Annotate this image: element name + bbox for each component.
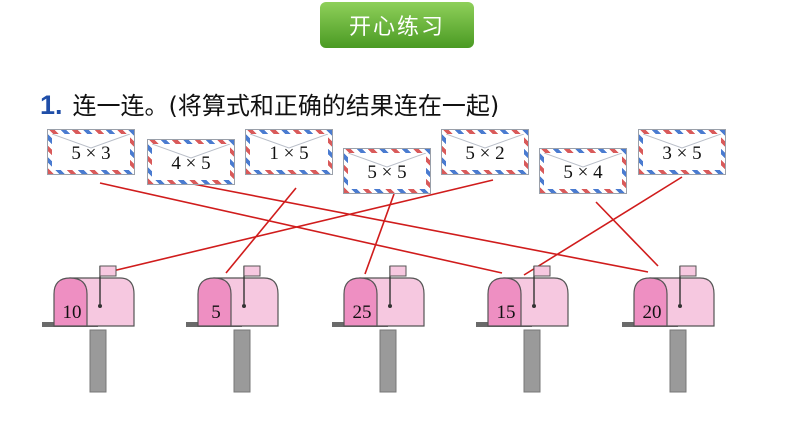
line-4x5-to-20 (192, 183, 649, 273)
envelope-expression: 4 × 5 (171, 153, 211, 174)
envelope-flap-icon (152, 144, 230, 159)
envelope-flap-icon (446, 134, 524, 149)
envelope-expression: 5 × 3 (71, 143, 111, 164)
mailbox-number: 15 (496, 302, 516, 323)
envelope-expression: 3 × 5 (662, 143, 702, 164)
envelope-flap-icon (52, 134, 130, 149)
envelope-flap-icon (348, 153, 426, 168)
line-5x3-to-15 (99, 182, 503, 274)
line-5x2-to-10 (99, 179, 494, 275)
mailbox[interactable]: 15 (476, 264, 576, 394)
envelope-flap-icon (250, 134, 328, 149)
mailbox[interactable]: 25 (332, 264, 432, 394)
mailbox-number: 25 (352, 302, 372, 323)
mailbox-number: 10 (62, 302, 82, 323)
mailbox-icon (622, 265, 715, 393)
section-banner: 开心练习 (320, 2, 474, 48)
mailbox[interactable]: 5 (186, 264, 286, 394)
exercise-number: 1. (40, 90, 63, 120)
envelope-card[interactable]: 1 × 5 (246, 130, 332, 174)
envelope-flap-icon (544, 153, 622, 168)
mailbox-number: 5 (211, 302, 221, 323)
line-1x5-to-5 (225, 187, 297, 274)
mailbox[interactable]: 10 (42, 264, 142, 394)
envelope-expression: 1 × 5 (269, 143, 309, 164)
exercise-title: 1. 连一连。(将算式和正确的结果连在一起) (40, 86, 499, 121)
envelope-card[interactable]: 5 × 3 (48, 130, 134, 174)
line-3x5-to-15 (523, 176, 683, 276)
mailbox-icon (186, 265, 279, 393)
mailbox-icon (332, 265, 425, 393)
line-5x5-to-25 (364, 193, 395, 275)
envelope-card[interactable]: 3 × 5 (639, 130, 725, 174)
line-5x4-to-20 (595, 201, 659, 267)
mailbox-icon (476, 265, 569, 393)
envelope-card[interactable]: 5 × 4 (540, 149, 626, 193)
envelope-card[interactable]: 4 × 5 (148, 140, 234, 184)
envelope-flap-icon (643, 134, 721, 149)
envelope-card[interactable]: 5 × 2 (442, 130, 528, 174)
mailbox[interactable]: 20 (622, 264, 722, 394)
envelope-card[interactable]: 5 × 5 (344, 149, 430, 193)
envelope-expression: 5 × 4 (563, 162, 603, 183)
envelope-expression: 5 × 5 (367, 162, 407, 183)
exercise-instruction: 连一连。(将算式和正确的结果连在一起) (72, 92, 500, 120)
envelope-expression: 5 × 2 (465, 143, 505, 164)
mailbox-number: 20 (642, 302, 662, 323)
mailbox-icon (42, 265, 135, 393)
